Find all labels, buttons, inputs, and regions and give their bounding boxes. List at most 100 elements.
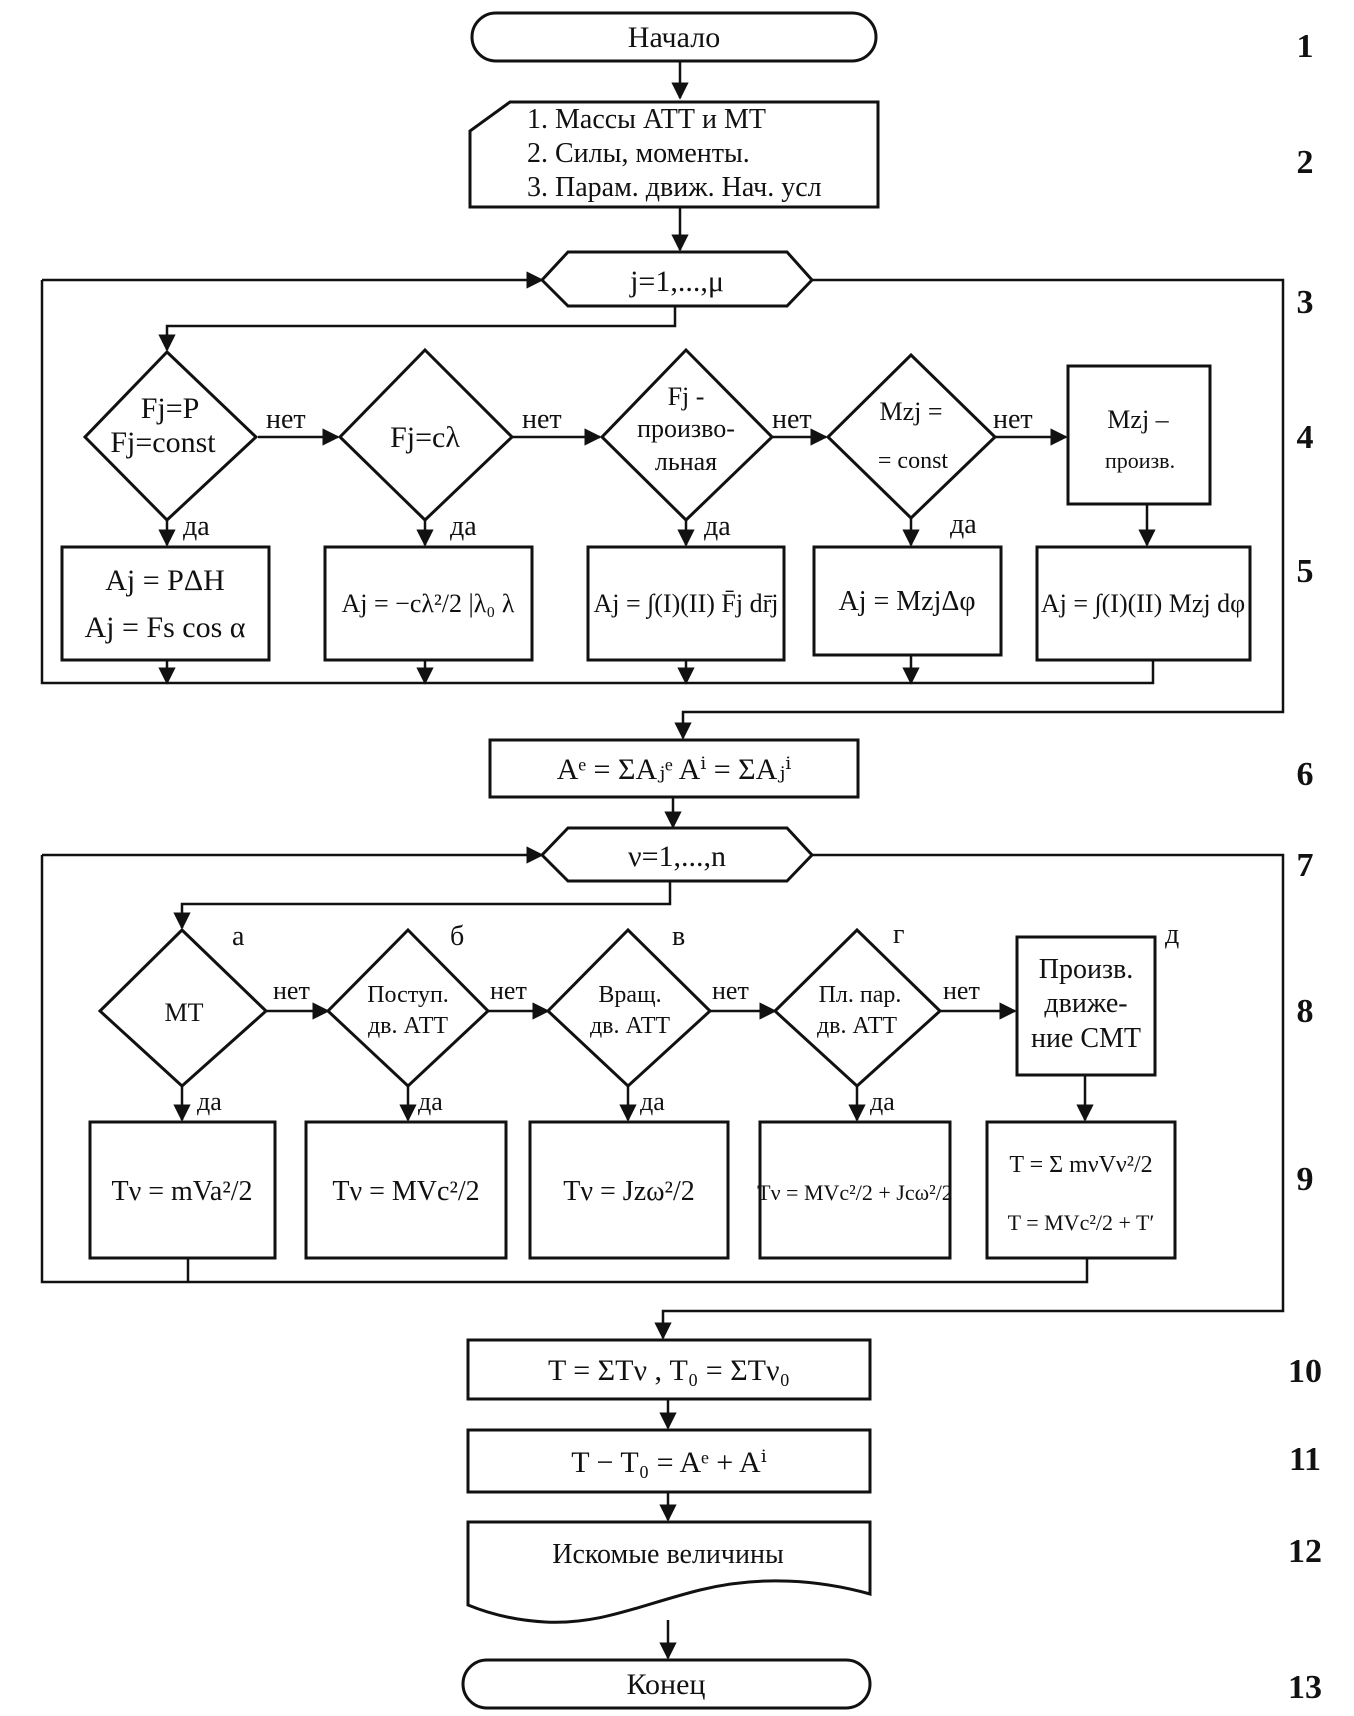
letter-a: а xyxy=(232,921,245,952)
yes-label-8: да xyxy=(870,1087,895,1116)
work-formula-1-line-1: Aj = PΔH xyxy=(105,564,225,597)
force-decision-3-line-1: Fj - xyxy=(668,382,705,411)
kinetic-decision-2-line-1: Поступ. xyxy=(367,982,449,1008)
no-label-1: нет xyxy=(266,404,306,435)
force-decision-3-line-2: произво- xyxy=(637,414,735,443)
kinetic-decision-4: Пл. пар. дв. АТТ xyxy=(772,927,943,1089)
force-decision-4: Mzj = = const xyxy=(825,352,998,521)
step-number-3: 3 xyxy=(1297,284,1314,321)
end-terminal: Конец xyxy=(461,1658,872,1710)
sum-kinetic-block: T = ΣTν , T₀ = ΣTν₀ xyxy=(466,1338,872,1401)
kinetic-formula-3-text: Tν = Jzω²/2 xyxy=(563,1176,694,1207)
kinetic-decision-3: Вращ. дв. АТТ xyxy=(545,927,713,1089)
step-number-13: 13 xyxy=(1288,1669,1322,1706)
kinetic-formula-5: T = Σ mνVν²/2 T = MVc²/2 + T′ xyxy=(985,1120,1177,1260)
kinetic-formula-5-line-2: T = MVc²/2 + T′ xyxy=(1008,1210,1155,1235)
kinetic-decision-2: Поступ. дв. АТТ xyxy=(325,927,491,1089)
force-decision-2-label: Fj=cλ xyxy=(390,421,460,454)
kinetic-decision-4-line-2: дв. АТТ xyxy=(817,1013,897,1039)
force-branch-labels: нет нет нет нет да да да да xyxy=(183,404,1033,542)
kinetic-formula-2: Tν = MVc²/2 xyxy=(304,1120,508,1260)
letter-v: в xyxy=(672,921,685,952)
kinetic-decision-letters: а б в г д xyxy=(232,919,1179,952)
step-number-1: 1 xyxy=(1297,28,1314,65)
work-formula-2-text: Aj = −cλ²/2 |λ₀ λ xyxy=(342,589,515,618)
force-decision-1-line-1: Fj=P xyxy=(141,392,200,425)
start-terminal: Начало xyxy=(470,11,878,63)
end-label: Конец xyxy=(627,1668,706,1701)
yes-label-1: да xyxy=(183,511,210,542)
loop-forces-label: j=1,...,μ xyxy=(629,265,724,298)
sum-work-text: Aᵉ = ΣAⱼᵉ Aⁱ = ΣAⱼⁱ xyxy=(557,753,792,786)
no-label-8: нет xyxy=(943,976,980,1005)
loop-bodies: ν=1,...,n xyxy=(539,826,815,883)
kinetic-process-5-line-3: ние СМТ xyxy=(1031,1023,1141,1054)
kinetic-formula-5-line-1: T = Σ mνVν²/2 xyxy=(1009,1152,1152,1178)
force-decision-2: Fj=cλ xyxy=(337,347,515,523)
step-number-10: 10 xyxy=(1288,1353,1322,1390)
no-label-4: нет xyxy=(993,404,1033,435)
input-line-2: 2. Силы, моменты. xyxy=(527,138,750,169)
work-formula-3-text: Aj = ∫(I)(II) F̄j dr̄j xyxy=(594,589,779,619)
output-document: Искомые величины xyxy=(466,1520,872,1624)
work-formula-5-text: Aj = ∫(I)(II) Mzj dφ xyxy=(1041,589,1245,619)
kinetic-process-5-line-1: Произв. xyxy=(1039,954,1134,985)
no-label-6: нет xyxy=(490,976,527,1005)
force-decision-3-line-3: льная xyxy=(655,447,717,476)
step-number-7: 7 xyxy=(1297,847,1314,884)
yes-label-6: да xyxy=(418,1087,443,1116)
no-label-3: нет xyxy=(772,404,812,435)
work-formula-1: Aj = PΔH Aj = Fs cos α xyxy=(60,545,271,662)
no-label-2: нет xyxy=(522,404,562,435)
step-number-12: 12 xyxy=(1288,1533,1322,1570)
force-process-5-line-2: произв. xyxy=(1105,448,1175,473)
force-decision-1-line-2: Fj=const xyxy=(110,426,216,459)
loop-forces: j=1,...,μ xyxy=(539,250,815,308)
step-number-4: 4 xyxy=(1297,419,1314,456)
sum-kinetic-text: T = ΣTν , T₀ = ΣTν₀ xyxy=(548,1354,790,1387)
yes-label-3: да xyxy=(704,511,731,542)
theorem-block: T − T₀ = Aᵉ + Aⁱ xyxy=(466,1428,872,1494)
kinetic-formula-3: Tν = Jzω²/2 xyxy=(528,1120,730,1260)
input-block: 1. Массы АТТ и МТ 2. Силы, моменты. 3. П… xyxy=(468,100,880,209)
step-number-6: 6 xyxy=(1297,756,1314,793)
output-label: Искомые величины xyxy=(552,1539,784,1570)
input-line-3: 3. Парам. движ. Нач. усл xyxy=(527,172,822,203)
letter-g: г xyxy=(893,919,904,950)
work-formula-5: Aj = ∫(I)(II) Mzj dφ xyxy=(1035,545,1252,662)
letter-d: д xyxy=(1165,919,1179,950)
kinetic-formula-1: Tν = mVa²/2 xyxy=(88,1120,277,1260)
force-decision-4-line-1: Mzj = xyxy=(879,397,942,426)
connectors xyxy=(40,62,1285,1660)
sum-work-block: Aᵉ = ΣAⱼᵉ Aⁱ = ΣAⱼⁱ xyxy=(488,738,860,799)
start-label: Начало xyxy=(628,21,720,54)
step-number-9: 9 xyxy=(1297,1161,1314,1198)
kinetic-decision-3-line-2: дв. АТТ xyxy=(590,1013,670,1039)
kinetic-formula-2-text: Tν = MVc²/2 xyxy=(332,1176,479,1207)
theorem-text: T − T₀ = Aᵉ + Aⁱ xyxy=(571,1446,767,1479)
kinetic-formula-1-text: Tν = mVa²/2 xyxy=(111,1176,252,1207)
loop-bodies-label: ν=1,...,n xyxy=(628,840,726,873)
yes-label-5: да xyxy=(197,1087,222,1116)
force-process-5-line-1: Mzj – xyxy=(1107,405,1169,434)
work-formula-4: Aj = MzjΔφ xyxy=(812,545,1003,657)
step-number-11: 11 xyxy=(1289,1441,1321,1478)
kinetic-decision-4-line-1: Пл. пар. xyxy=(819,982,902,1008)
kinetic-decision-1-label: МТ xyxy=(165,998,204,1027)
work-formula-3: Aj = ∫(I)(II) F̄j dr̄j xyxy=(586,545,786,662)
yes-label-7: да xyxy=(640,1087,665,1116)
step-number-5: 5 xyxy=(1297,553,1314,590)
work-formula-2: Aj = −cλ²/2 |λ₀ λ xyxy=(323,545,534,662)
kinetic-process-5-line-2: движе- xyxy=(1044,988,1127,1019)
no-label-7: нет xyxy=(712,976,749,1005)
force-decision-4-line-2: = const xyxy=(878,448,949,474)
yes-label-2: да xyxy=(450,511,477,542)
step-number-2: 2 xyxy=(1297,144,1314,181)
kinetic-formula-4-text: Tν = MVc²/2 + Jcω²/2 xyxy=(757,1180,953,1205)
kinetic-branch-labels: нет нет нет нет да да да да xyxy=(197,976,980,1116)
kinetic-decision-1: МТ xyxy=(97,927,269,1089)
force-process-5: Mzj – произв. xyxy=(1066,364,1212,506)
kinetic-process-5: Произв. движе- ние СМТ xyxy=(1015,935,1157,1077)
work-formula-4-text: Aj = MzjΔφ xyxy=(838,586,975,617)
